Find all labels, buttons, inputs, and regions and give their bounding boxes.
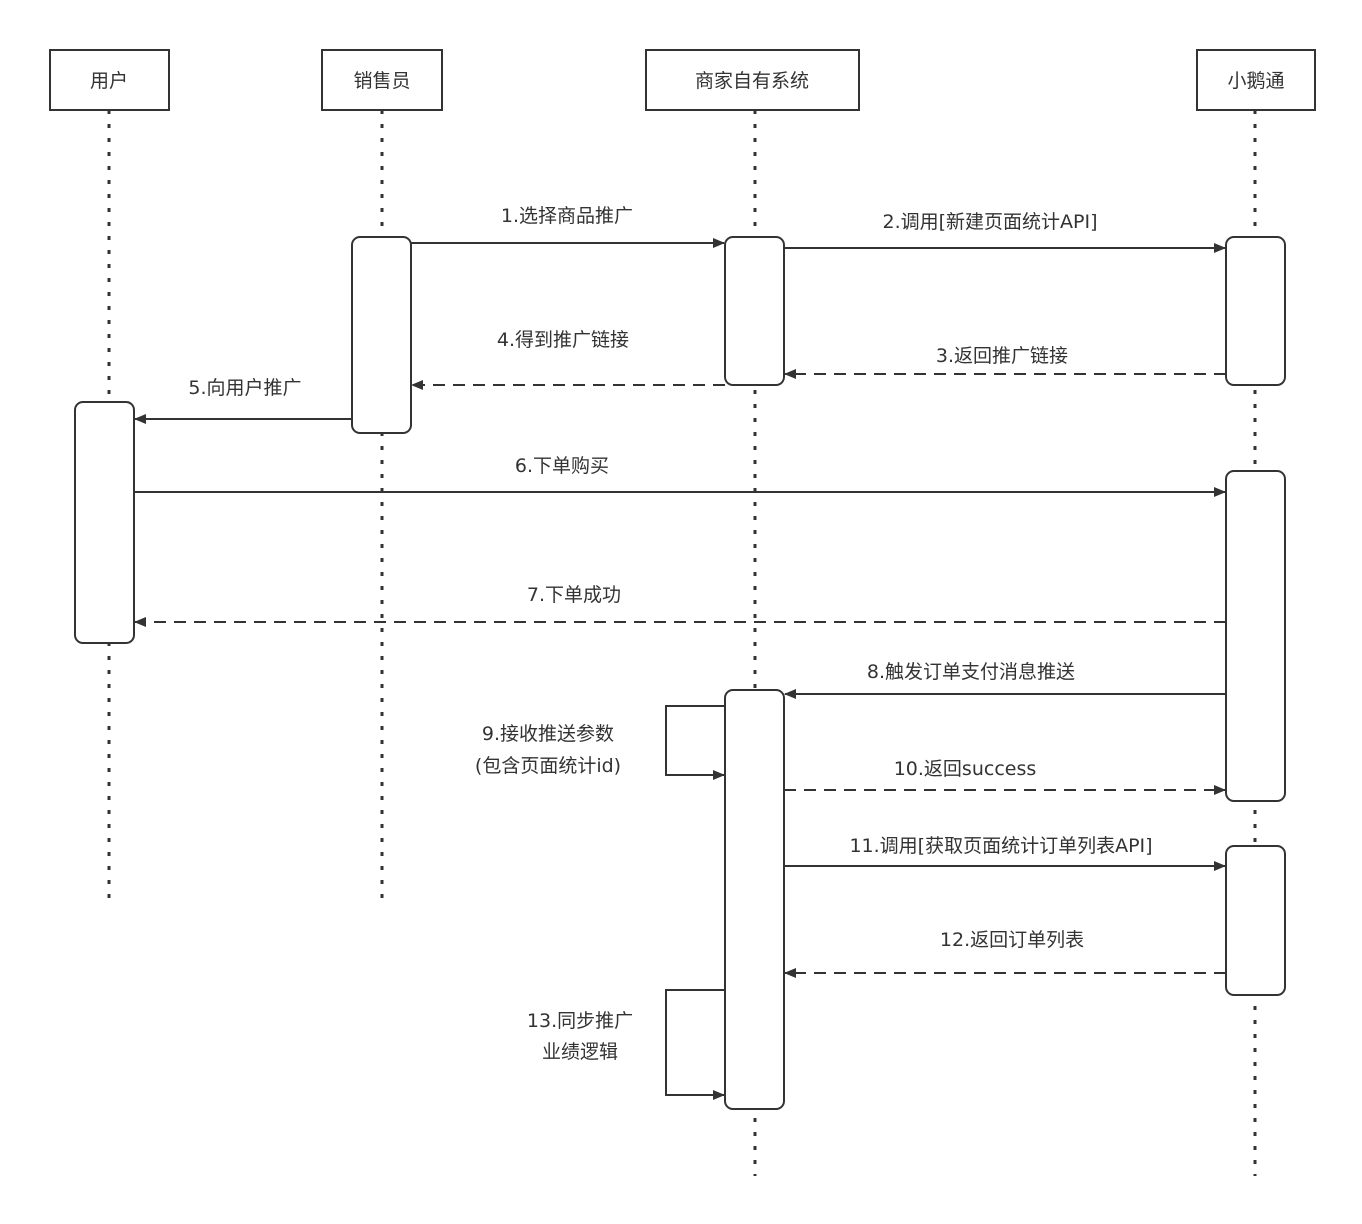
message-10[interactable]: 10.返回success	[784, 758, 1226, 795]
participant-xet[interactable]: 小鹅通	[1196, 49, 1316, 111]
message-label: 1.选择商品推广	[501, 205, 633, 227]
message-label-line-2: 业绩逻辑	[542, 1041, 618, 1063]
participant-merchant[interactable]: 商家自有系统	[645, 49, 860, 111]
message-label: 8.触发订单支付消息推送	[867, 661, 1075, 683]
message-11[interactable]: 11.调用[获取页面统计订单列表API]	[784, 835, 1226, 871]
message-label: 3.返回推广链接	[936, 345, 1068, 367]
message-label: 5.向用户推广	[188, 377, 301, 399]
participant-label: 销售员	[353, 70, 410, 92]
message-label: 7.下单成功	[527, 584, 621, 606]
message-label: 6.下单购买	[515, 455, 609, 477]
lifelines	[107, 110, 1257, 1176]
participant-sales[interactable]: 销售员	[321, 49, 443, 111]
activation-xet-2	[1225, 470, 1286, 802]
message-6[interactable]: 6.下单购买	[134, 455, 1226, 497]
message-7[interactable]: 7.下单成功	[134, 584, 1226, 627]
message-label-line-2: (包含页面统计id)	[475, 755, 621, 777]
message-label: 4.得到推广链接	[497, 329, 629, 351]
message-5[interactable]: 5.向用户推广	[134, 377, 352, 424]
activation-xet-1	[1225, 236, 1286, 386]
message-3[interactable]: 3.返回推广链接	[784, 345, 1226, 379]
activation-sales	[351, 236, 412, 434]
participant-label: 小鹅通	[1227, 70, 1284, 92]
message-1[interactable]: 1.选择商品推广	[411, 205, 725, 248]
message-13-self[interactable]: 13.同步推广 业绩逻辑	[527, 989, 725, 1100]
message-label: 11.调用[获取页面统计订单列表API]	[849, 835, 1152, 857]
activation-user	[74, 401, 135, 644]
message-8[interactable]: 8.触发订单支付消息推送	[784, 661, 1226, 699]
activation-merchant-1	[724, 236, 785, 386]
message-2[interactable]: 2.调用[新建页面统计API]	[784, 211, 1226, 253]
activations	[74, 236, 1286, 1110]
message-label-line-1: 9.接收推送参数	[482, 723, 614, 745]
activation-merchant-2	[724, 689, 785, 1110]
activation-xet-3	[1225, 845, 1286, 996]
participant-label: 商家自有系统	[695, 70, 809, 92]
participant-label: 用户	[90, 70, 128, 92]
message-label: 10.返回success	[894, 758, 1037, 780]
message-label-line-1: 13.同步推广	[527, 1010, 633, 1032]
participant-user[interactable]: 用户	[49, 49, 170, 111]
message-4[interactable]: 4.得到推广链接	[411, 329, 725, 390]
message-label: 12.返回订单列表	[940, 929, 1084, 951]
message-12[interactable]: 12.返回订单列表	[784, 929, 1226, 978]
message-label: 2.调用[新建页面统计API]	[882, 211, 1097, 233]
message-9-self[interactable]: 9.接收推送参数 (包含页面统计id)	[475, 705, 725, 780]
